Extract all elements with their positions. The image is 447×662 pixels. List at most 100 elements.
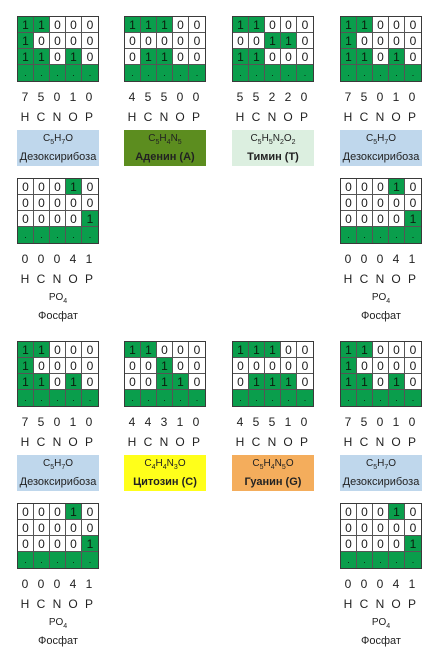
molecule-name: Аденин (A) bbox=[135, 151, 195, 163]
grid-cell: . bbox=[125, 390, 141, 406]
grid-cell: 1 bbox=[249, 17, 265, 33]
grid-cell: 0 bbox=[373, 504, 389, 520]
atom-count: 5 bbox=[37, 90, 45, 104]
molecule-name: Дезоксирибоза bbox=[19, 151, 97, 163]
atom-count: 2 bbox=[268, 90, 276, 104]
grid-cell: . bbox=[18, 552, 34, 568]
grid-cell: 1 bbox=[249, 49, 265, 65]
grid-cell: 0 bbox=[82, 17, 98, 33]
grid-cell: 0 bbox=[157, 33, 173, 49]
grid-cell: 0 bbox=[125, 358, 141, 374]
grid-cell: . bbox=[405, 552, 421, 568]
molecule-formula: C5H5N2O2 bbox=[250, 133, 296, 146]
grid-cell: 0 bbox=[34, 33, 50, 49]
grid-cell: . bbox=[34, 552, 50, 568]
element-letter: P bbox=[84, 110, 93, 124]
molecule-name: Фосфат bbox=[38, 310, 78, 322]
element-letter: N bbox=[52, 110, 62, 124]
grid-cell: 0 bbox=[373, 195, 389, 211]
grid-cell: 0 bbox=[405, 358, 421, 374]
grid-cell: . bbox=[173, 65, 189, 81]
grid-cell: 1 bbox=[157, 49, 173, 65]
atom-count: 1 bbox=[392, 90, 400, 104]
molecule-formula: C5H4N5 bbox=[148, 133, 182, 146]
atom-count: 5 bbox=[252, 90, 260, 104]
element-letter: C bbox=[143, 110, 153, 124]
element-letter: C bbox=[36, 272, 46, 286]
atom-count: 7 bbox=[344, 415, 352, 429]
grid-cell: 0 bbox=[82, 49, 98, 65]
grid-cell: 0 bbox=[389, 211, 405, 227]
grid-cell: 0 bbox=[281, 358, 297, 374]
element-letter: P bbox=[84, 597, 93, 611]
atom-count: 0 bbox=[344, 577, 352, 591]
element-letter: N bbox=[159, 435, 169, 449]
grid-cell: 0 bbox=[66, 33, 82, 49]
grid-cell: 0 bbox=[66, 342, 82, 358]
grid-cell: 0 bbox=[50, 179, 66, 195]
molecule-name: Гуанин (G) bbox=[244, 476, 302, 488]
grid-cell: 1 bbox=[341, 49, 357, 65]
grid-cell: 1 bbox=[125, 17, 141, 33]
grid-cell: 0 bbox=[357, 520, 373, 536]
molecule-formula: PO4 bbox=[48, 617, 68, 630]
molecule-formula: PO4 bbox=[371, 292, 391, 305]
grid-cell: 0 bbox=[405, 33, 421, 49]
atom-count: 0 bbox=[376, 90, 384, 104]
atom-count: 1 bbox=[408, 252, 416, 266]
grid-cell: 1 bbox=[357, 342, 373, 358]
grid-cell: . bbox=[82, 552, 98, 568]
grid-cell: 1 bbox=[141, 342, 157, 358]
molecule-name: Цитозин (C) bbox=[133, 476, 197, 488]
grid-cell: 0 bbox=[281, 342, 297, 358]
element-letter: H bbox=[20, 272, 30, 286]
grid-cell: 0 bbox=[297, 49, 313, 65]
element-letter: H bbox=[127, 110, 137, 124]
grid-cell: 0 bbox=[297, 342, 313, 358]
molecule-formula: C5H7O bbox=[365, 133, 397, 146]
grid-cell: 1 bbox=[157, 374, 173, 390]
grid-cell: . bbox=[389, 552, 405, 568]
grid-cell: 0 bbox=[125, 33, 141, 49]
grid-cell: . bbox=[373, 227, 389, 243]
element-letter: N bbox=[52, 435, 62, 449]
grid-cell: 1 bbox=[82, 211, 98, 227]
grid-cell: 0 bbox=[341, 504, 357, 520]
grid-cell: . bbox=[405, 390, 421, 406]
grid-cell: 0 bbox=[405, 504, 421, 520]
grid-cell: . bbox=[341, 227, 357, 243]
atom-count: 5 bbox=[360, 90, 368, 104]
grid-cell: . bbox=[82, 65, 98, 81]
element-letter: H bbox=[20, 435, 30, 449]
grid-cell: 1 bbox=[389, 374, 405, 390]
grid-cell: 1 bbox=[66, 179, 82, 195]
grid-cell: 1 bbox=[389, 504, 405, 520]
grid-cell: 0 bbox=[82, 520, 98, 536]
grid-cell: 0 bbox=[18, 504, 34, 520]
grid-cell: 0 bbox=[357, 195, 373, 211]
element-letter: C bbox=[251, 435, 261, 449]
grid-cell: . bbox=[34, 390, 50, 406]
element-letter: P bbox=[407, 435, 416, 449]
grid-cell: 0 bbox=[50, 49, 66, 65]
grid-cell: 1 bbox=[265, 342, 281, 358]
atom-count: 5 bbox=[37, 415, 45, 429]
